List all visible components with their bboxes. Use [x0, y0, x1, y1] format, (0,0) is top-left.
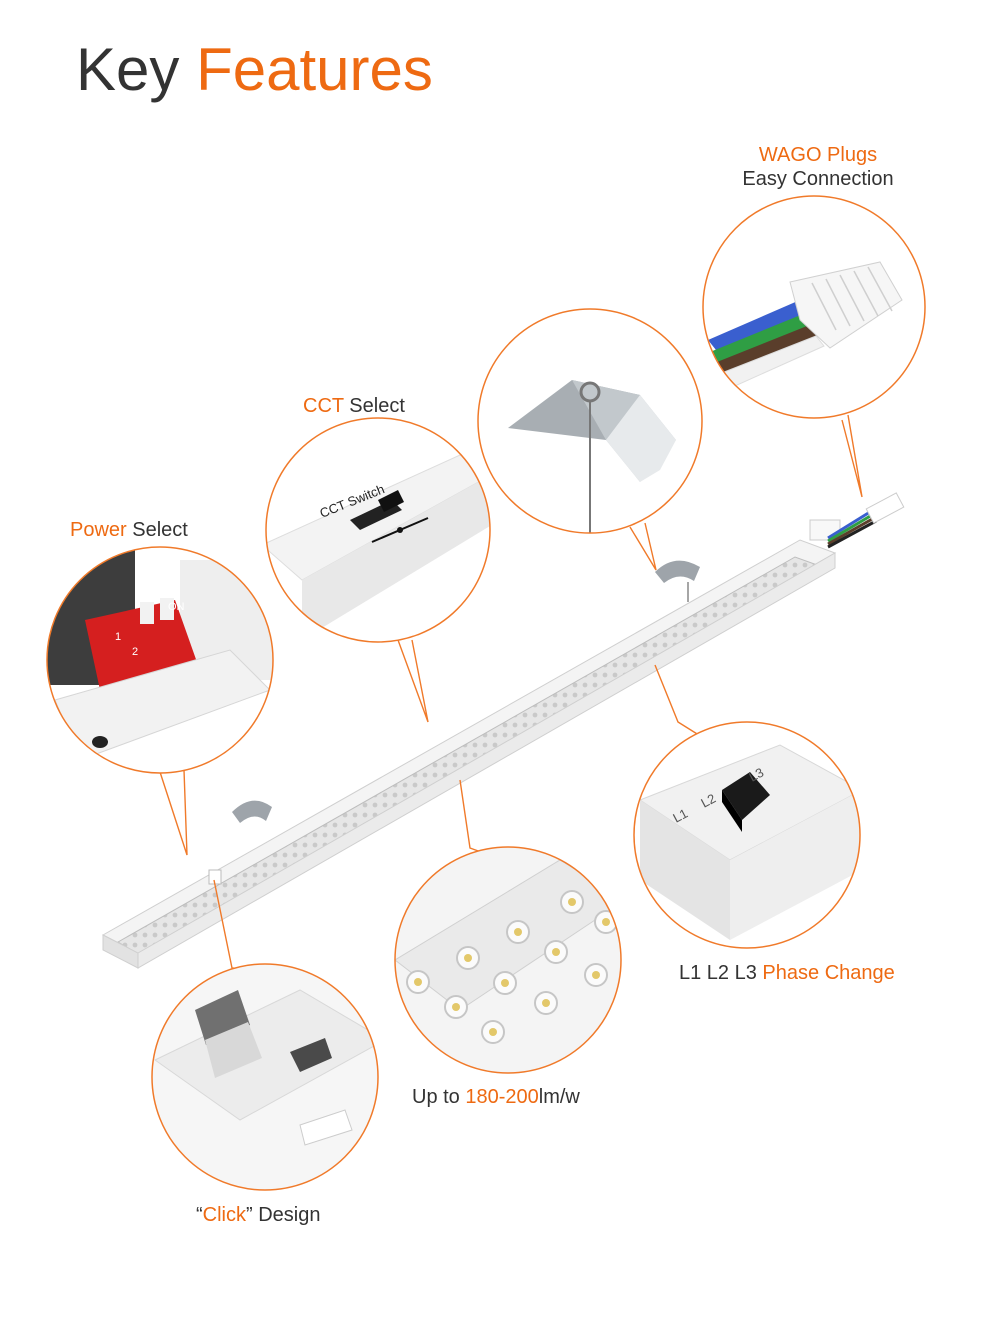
phase-change-accent: Phase Change	[762, 962, 895, 984]
cct-select-accent: CCT	[303, 395, 344, 417]
click-rest: ” Design	[246, 1204, 321, 1226]
wago-wires	[827, 492, 905, 549]
wago-title: WAGO Plugs	[758, 144, 878, 166]
dip-on-label: ON	[168, 601, 185, 613]
luminaire-body	[101, 492, 905, 969]
dip-1-label: 1	[115, 631, 121, 643]
power-select-label: Power Select	[70, 518, 188, 542]
phase-change-callout: L1 L2 L3	[633, 721, 861, 949]
phase-change-label: L1 L2 L3 Phase Change	[679, 961, 895, 985]
power-select-callout: ON 1 2	[46, 546, 274, 774]
power-select-accent: Power	[70, 519, 127, 541]
efficacy-label: Up to 180-200lm/w	[412, 1085, 580, 1109]
cct-switch-callout: CCT Switch	[265, 417, 491, 643]
click-accent: Click	[202, 1204, 247, 1226]
phase-l1-label: L1	[670, 806, 690, 826]
cct-select-label: CCT Select	[303, 394, 405, 418]
wago-plug-callout	[702, 195, 926, 419]
click-design-label: “Click” Design	[196, 1203, 321, 1227]
title-word-features: Features	[196, 36, 433, 103]
efficacy-pre: Up to	[412, 1086, 466, 1108]
efficacy-post: lm/w	[538, 1086, 580, 1108]
wago-subtitle: Easy Connection	[742, 168, 894, 190]
click-design-callout	[151, 963, 379, 1191]
phase-l3-label: L3	[746, 765, 766, 785]
power-select-rest: Select	[126, 519, 188, 541]
page-title: Key Features	[76, 40, 433, 100]
click-quote-open: “	[196, 1204, 203, 1226]
cct-select-rest: Select	[343, 395, 405, 417]
hanger-bracket-callout	[477, 308, 703, 534]
phase-change-rest: L1 L2 L3	[679, 962, 763, 984]
efficacy-accent: 180-200	[465, 1086, 539, 1108]
dip-2-label: 2	[132, 646, 138, 658]
phase-l2-label: L2	[698, 791, 718, 811]
title-word-key: Key	[76, 36, 180, 103]
led-module-callout	[394, 846, 622, 1074]
wago-label: WAGO Plugs Easy Connection	[718, 143, 918, 191]
